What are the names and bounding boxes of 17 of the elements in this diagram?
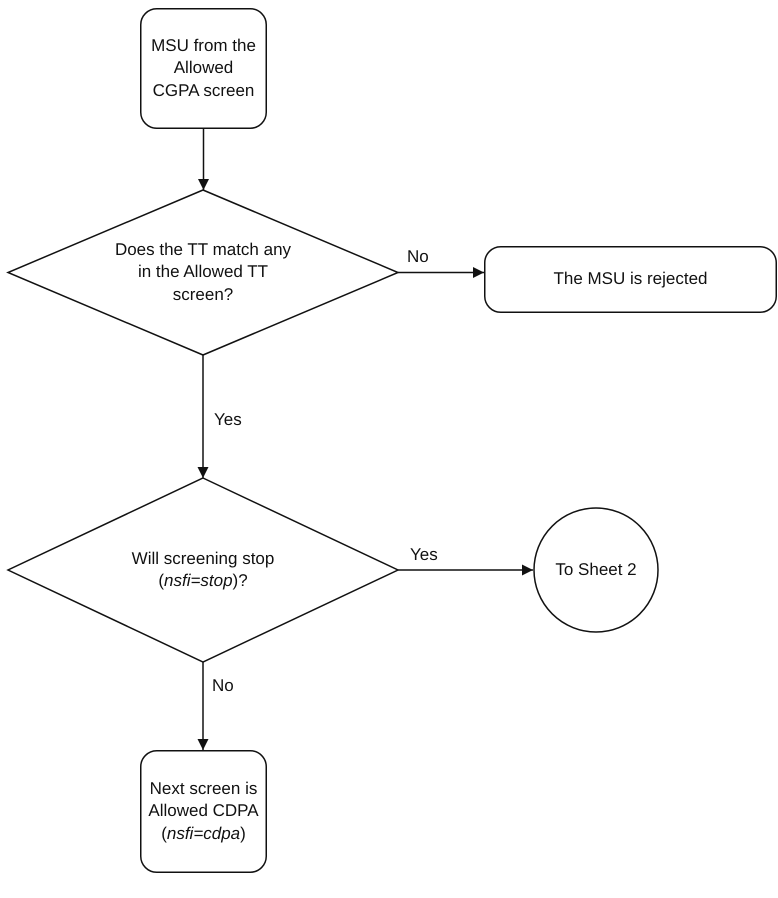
arrow bbox=[198, 662, 208, 750]
connector-circle bbox=[533, 507, 659, 633]
decision-diamond bbox=[8, 190, 398, 355]
arrow bbox=[198, 129, 209, 190]
arrow bbox=[198, 355, 208, 478]
terminal-box bbox=[484, 246, 777, 313]
node-text: MSU from the Allowed CGPA screen bbox=[150, 35, 257, 102]
arrow bbox=[398, 564, 533, 576]
node-text: The MSU is rejected bbox=[554, 268, 708, 290]
node-text: Does the TT match any in the Allowed TT screen? bbox=[114, 239, 292, 306]
decision-diamond bbox=[8, 478, 398, 662]
node-text: To Sheet 2 bbox=[555, 558, 637, 581]
terminal-box bbox=[140, 8, 267, 129]
terminal-box bbox=[140, 750, 267, 873]
node-text: Next screen is Allowed CDPA (nsfi=cdpa) bbox=[147, 778, 260, 845]
node-text: Will screening stop (nsfi=stop)? bbox=[130, 548, 276, 592]
arrow bbox=[398, 267, 484, 278]
